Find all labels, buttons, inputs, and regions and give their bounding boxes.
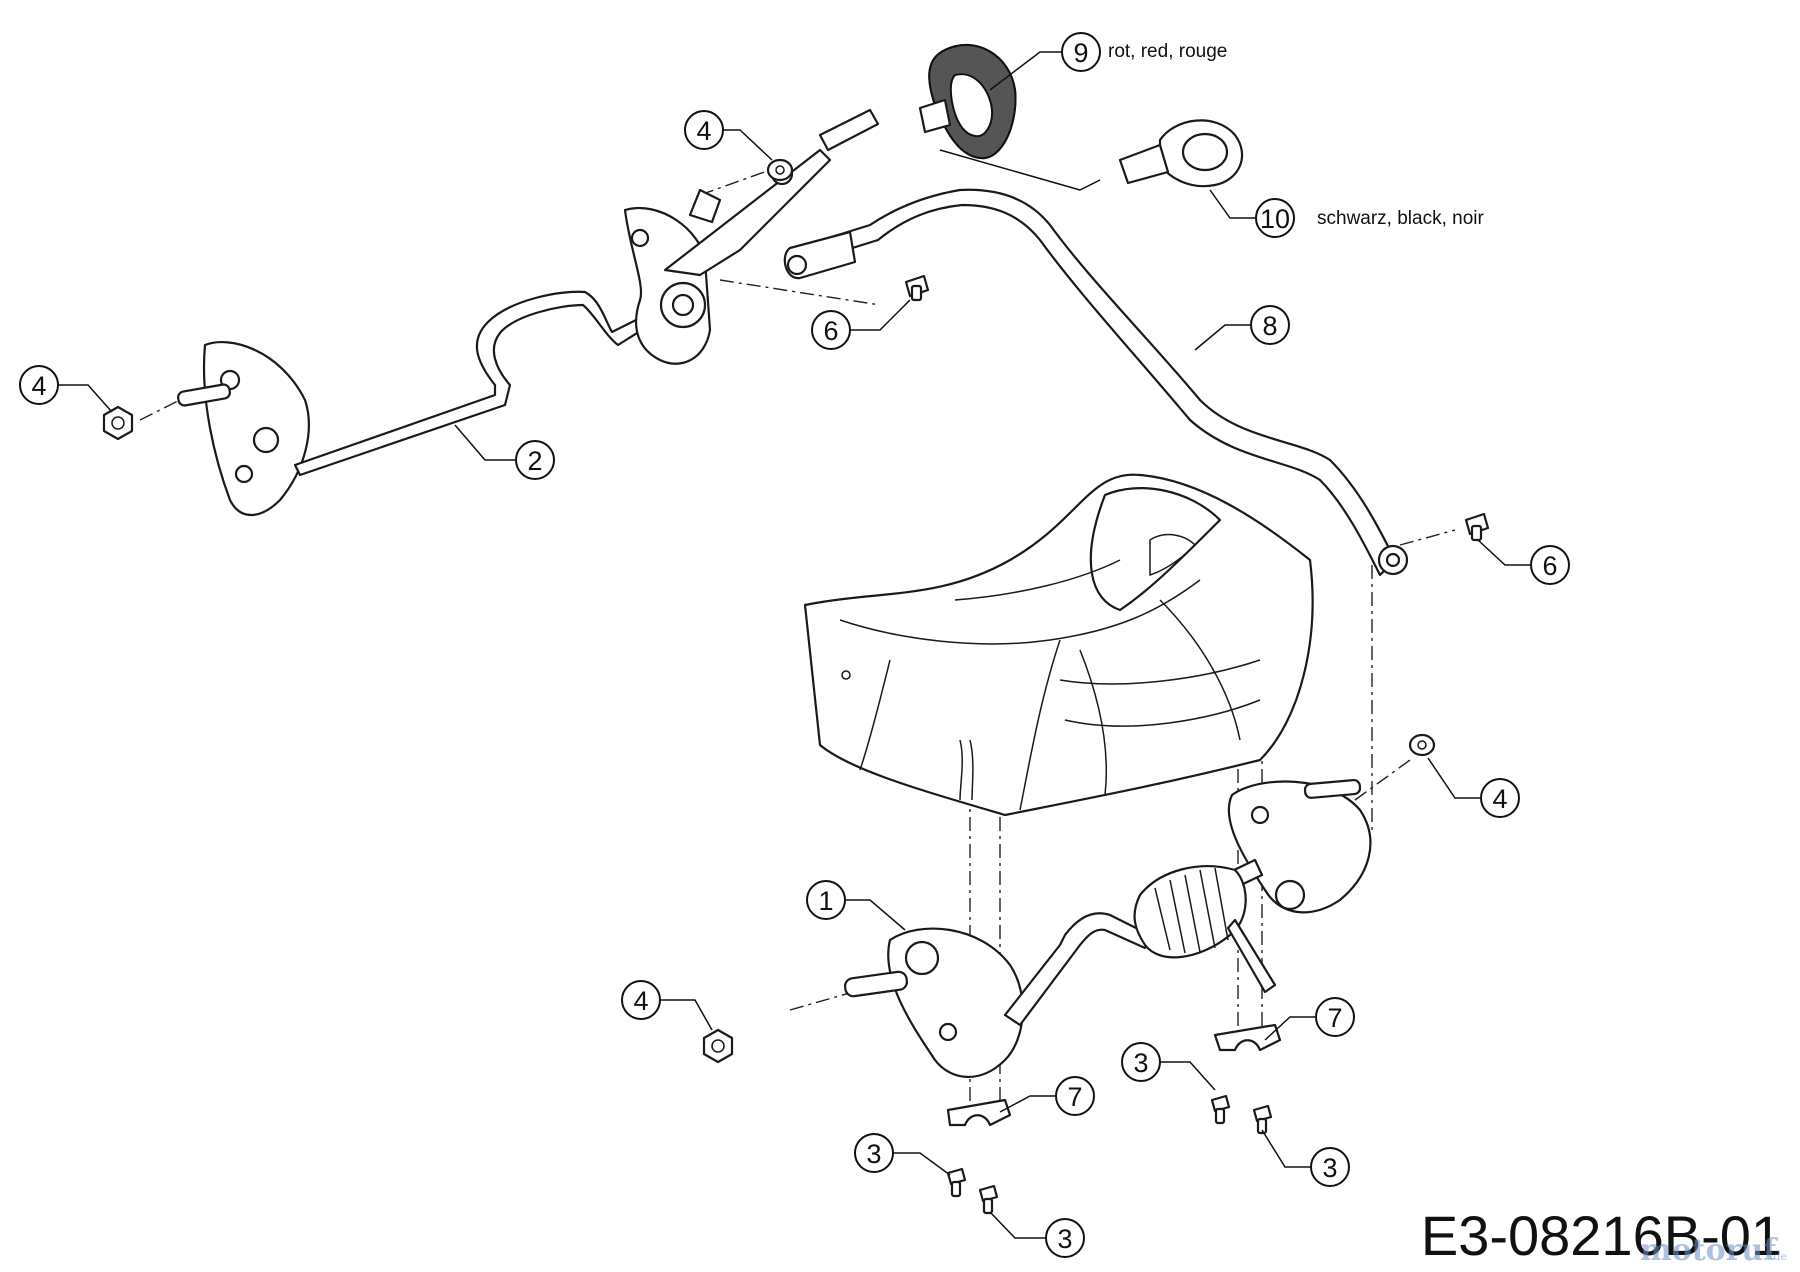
callout-6-bolt-top: 6 bbox=[811, 310, 851, 350]
bolt-icon bbox=[1464, 512, 1490, 542]
callout-4-nut-top-lever: 4 bbox=[684, 110, 724, 150]
svg-text:4: 4 bbox=[696, 116, 711, 146]
color-label-black: schwarz, black, noir bbox=[1317, 208, 1485, 229]
svg-text:10: 10 bbox=[1260, 204, 1290, 234]
svg-text:4: 4 bbox=[31, 371, 46, 401]
svg-text:3: 3 bbox=[1057, 1224, 1072, 1254]
svg-text:9: 9 bbox=[1073, 38, 1088, 68]
callout-leaders bbox=[58, 51, 1530, 1239]
callout-3-screw-right-rear: 3 bbox=[1310, 1147, 1350, 1187]
rear-lever-rod bbox=[177, 108, 880, 516]
callout-3-screw-left-front: 3 bbox=[854, 1133, 894, 1173]
callout-7-clip-left: 7 bbox=[1055, 1076, 1095, 1116]
svg-text:8: 8 bbox=[1262, 311, 1277, 341]
callout-8-height-adjust-bar: 8 bbox=[1250, 305, 1290, 345]
height-adjust-bar bbox=[783, 188, 1409, 577]
mower-deck bbox=[803, 473, 1314, 817]
svg-text:3: 3 bbox=[1322, 1153, 1337, 1183]
callout-2-rear-lever-rod: 2 bbox=[515, 440, 555, 480]
nut-icon bbox=[102, 405, 134, 441]
callout-1-front-axle: 1 bbox=[806, 880, 846, 920]
washer-icon bbox=[766, 158, 794, 182]
svg-text:6: 6 bbox=[1542, 551, 1557, 581]
bolt-icon bbox=[904, 274, 930, 302]
svg-text:1: 1 bbox=[818, 886, 833, 916]
callout-9-knob-red: 9 bbox=[1061, 32, 1101, 72]
bolt-icon bbox=[1210, 1094, 1231, 1125]
watermark: motoruf .de bbox=[1640, 1233, 1787, 1268]
washer-icon bbox=[1408, 733, 1436, 757]
clip-icon bbox=[946, 1098, 1012, 1127]
front-axle bbox=[843, 778, 1372, 1078]
svg-text:4: 4 bbox=[633, 986, 648, 1016]
color-label-red: rot, red, rouge bbox=[1108, 41, 1227, 62]
svg-text:4: 4 bbox=[1492, 784, 1507, 814]
svg-text:3: 3 bbox=[1133, 1048, 1148, 1078]
spring bbox=[1133, 865, 1277, 994]
svg-text:7: 7 bbox=[1327, 1003, 1342, 1033]
bolt-icon bbox=[946, 1167, 967, 1198]
callout-3-screw-left-rear: 3 bbox=[1045, 1218, 1085, 1258]
callout-4-nut-right-axle: 4 bbox=[1480, 778, 1520, 818]
svg-text:2: 2 bbox=[527, 446, 542, 476]
bolt-icon bbox=[1252, 1104, 1273, 1135]
nut-icon bbox=[702, 1028, 734, 1064]
svg-text:3: 3 bbox=[866, 1139, 881, 1169]
drawing-number: E3-08216B-01 bbox=[1421, 1204, 1782, 1267]
knob-red bbox=[918, 44, 1017, 160]
hardware bbox=[102, 158, 1490, 1215]
callout-10-knob-black: 10 bbox=[1255, 198, 1295, 238]
svg-text:6: 6 bbox=[823, 316, 838, 346]
svg-text:7: 7 bbox=[1067, 1082, 1082, 1112]
callout-7-clip-right: 7 bbox=[1315, 997, 1355, 1037]
clip-icon bbox=[1213, 1023, 1282, 1052]
bolt-icon bbox=[978, 1184, 999, 1215]
callout-4-nut-left: 4 bbox=[19, 365, 59, 405]
svg-text:.de: .de bbox=[1770, 1250, 1787, 1263]
callout-6-bolt-right: 6 bbox=[1530, 545, 1570, 585]
callout-3-screw-right-front: 3 bbox=[1121, 1042, 1161, 1082]
callout-4-nut-front-axle: 4 bbox=[621, 980, 661, 1020]
svg-text:motoruf: motoruf bbox=[1640, 1233, 1778, 1268]
knob-black bbox=[1118, 119, 1244, 188]
